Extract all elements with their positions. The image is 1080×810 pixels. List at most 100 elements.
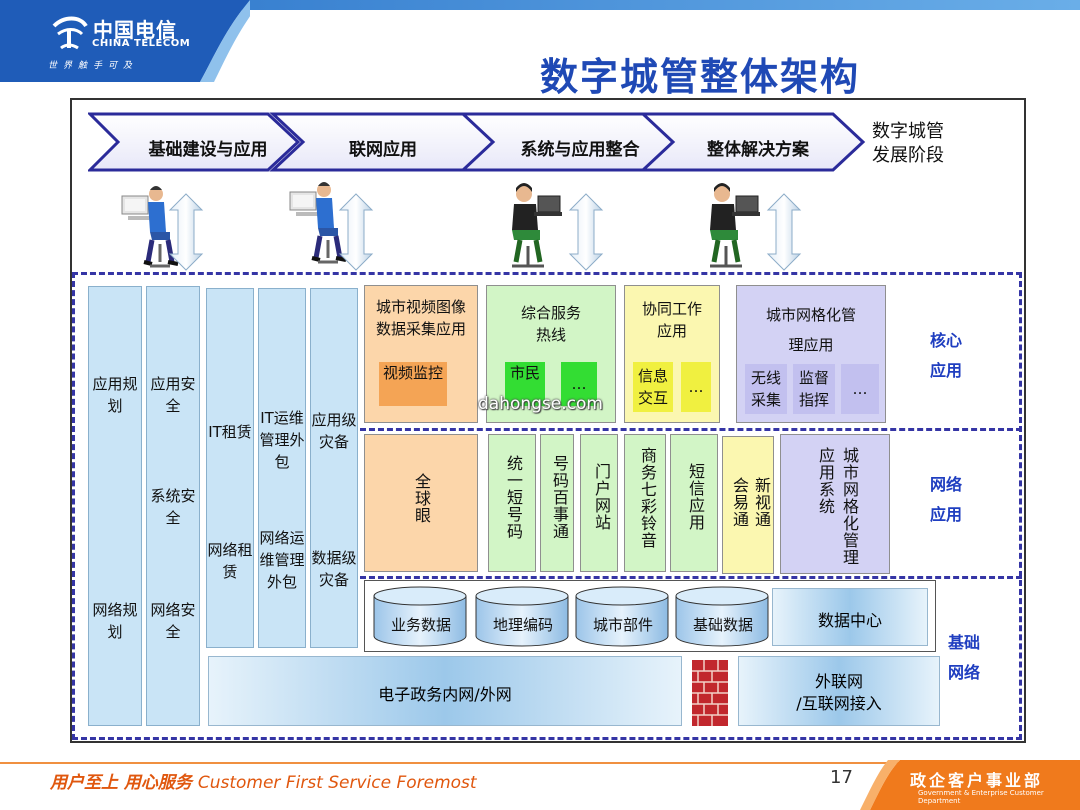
database-cylinder-icon	[675, 586, 769, 647]
basic-data-label: 基础数据	[692, 616, 753, 634]
network-app-number-directory: 号码百事通	[540, 434, 574, 572]
stage-note-line-2: 发展阶段	[872, 145, 944, 166]
watermark-text: dahongse.com	[478, 394, 603, 414]
collaboration-box: 协同工作应用 信息交互 …	[624, 285, 720, 423]
stage-arrow-1	[88, 112, 301, 172]
global-eye-label: 全球眼	[412, 473, 431, 524]
service-hotline-box: 综合服务热线 市民 …	[486, 285, 616, 423]
extranet-box: 外联网 /互联网接入	[738, 656, 940, 726]
number-directory-label: 号码百事通	[550, 455, 569, 540]
page-number: 17	[830, 767, 853, 788]
city-parts-label: 城市部件	[592, 616, 653, 634]
info-exchange-item: 信息交互	[633, 362, 673, 412]
egov-network-label: 电子政务内网/外网	[378, 685, 512, 704]
stage-note: 数字城管 发展阶段	[872, 120, 944, 168]
portal-label: 门户网站	[592, 463, 611, 531]
logo-slogan: 世界触手可及	[48, 61, 139, 71]
dept-name-cn: 政企客户事业部	[910, 771, 1044, 790]
business-data-label: 业务数据	[390, 616, 451, 634]
grid-management-box: 城市网格化管理应用 无线采集 监督指挥 …	[736, 285, 886, 423]
network-app-portal: 门户网站	[580, 434, 618, 572]
column-dr-top: 应用级灾备	[311, 411, 357, 451]
double-arrow-icon	[338, 193, 374, 271]
collab-more-item: …	[681, 362, 711, 412]
layer-label-core: 核心应用	[929, 331, 962, 380]
database-cylinder-icon	[475, 586, 569, 647]
stage-arrows	[88, 112, 866, 172]
header-band	[0, 0, 1080, 10]
double-arrow-icon	[168, 193, 204, 271]
layer-label-network: 网络应用	[929, 475, 962, 524]
ringtone-label: 商务七彩铃音	[638, 447, 657, 549]
column-planning-bottom: 网络规划	[92, 601, 138, 641]
china-telecom-logo-icon	[52, 16, 88, 50]
user-at-laptop-icon	[710, 183, 760, 268]
dept-banner	[860, 760, 1080, 810]
column-leasing-bottom: 网络租赁	[207, 541, 253, 581]
supervision-command-item: 监督指挥	[793, 364, 835, 414]
citizen-item: 市民	[505, 362, 545, 406]
column-outsourcing: IT运维管理外包 网络运维管理外包	[258, 288, 306, 648]
column-dr-bottom: 数据级灾备	[311, 549, 357, 589]
extranet-line-1: 外联网	[814, 672, 863, 691]
users-row	[121, 182, 802, 271]
column-leasing-top: IT租赁	[208, 423, 252, 441]
data-center-box: 数据中心	[772, 588, 928, 646]
column-leasing: IT租赁 网络租赁	[206, 288, 254, 648]
column-security: 应用安全 系统安全 网络安全	[146, 286, 200, 726]
column-outsourcing-bottom: 网络运维管理外包	[259, 529, 305, 591]
network-app-conference: 会易通 新视通	[722, 436, 774, 574]
database-cylinder-icon	[373, 586, 467, 647]
hotline-more-item: …	[561, 362, 597, 406]
data-center-label: 数据中心	[817, 611, 882, 630]
global-eye-box: 全球眼	[364, 434, 478, 572]
sms-label: 短信应用	[686, 463, 705, 531]
layer-divider-core-network	[360, 428, 1022, 431]
network-app-sms: 短信应用	[670, 434, 718, 572]
video-collection-box: 城市视频图像数据采集应用 视频监控	[364, 285, 478, 423]
grid-system-label: 城市网格化管理应用系统	[816, 447, 859, 566]
stage-label-1: 基础建设与应用	[148, 140, 268, 160]
user-at-laptop-icon	[512, 183, 562, 268]
video-monitoring-item: 视频监控	[379, 362, 447, 406]
video-collection-title: 城市视频图像数据采集应用	[375, 298, 466, 338]
conference-label: 会易通	[730, 477, 749, 528]
footer-slogan-en: Customer First Service Foremost	[197, 773, 477, 793]
column-security-top: 应用安全	[150, 375, 196, 415]
grid-more-item: …	[841, 364, 879, 414]
network-app-ringtone: 商务七彩铃音	[624, 434, 666, 572]
dept-name-en: Government & Enterprise Customer Departm…	[918, 789, 1044, 805]
footer-slogan-cn: 用户至上 用心服务	[50, 773, 192, 793]
user-at-computer-icon	[289, 182, 347, 264]
service-hotline-title: 综合服务热线	[520, 304, 581, 344]
stage-note-line-1: 数字城管	[872, 121, 944, 142]
wireless-collection-item: 无线采集	[745, 364, 787, 414]
footer-slogan: 用户至上 用心服务 Customer First Service Foremos…	[50, 768, 477, 793]
column-security-mid: 系统安全	[150, 487, 196, 527]
user-at-computer-icon	[121, 186, 179, 268]
layer-divider-network-base	[360, 576, 1022, 579]
grid-system-box: 城市网格化管理应用系统	[780, 434, 890, 574]
footer-line	[0, 762, 1080, 764]
logo-area: 中国电信 CHINA TELECOM 世界触手可及	[0, 0, 250, 82]
egov-network-box: 电子政务内网/外网	[208, 656, 682, 726]
stage-label-3: 系统与应用整合	[520, 140, 640, 160]
column-disaster-recovery: 应用级灾备 数据级灾备	[310, 288, 358, 648]
data-cylinders	[373, 586, 769, 647]
page-title: 数字城管整体架构	[540, 54, 861, 99]
stage-label-2: 联网应用	[349, 140, 417, 160]
geo-code-label: 地理编码	[492, 616, 553, 634]
short-number-label: 统一短号码	[504, 455, 523, 540]
extranet-label: 外联网 /互联网接入	[739, 671, 939, 715]
database-cylinder-icon	[575, 586, 669, 647]
column-planning-top: 应用规划	[92, 375, 138, 415]
collaboration-title: 协同工作应用	[641, 300, 702, 340]
column-planning: 应用规划 网络规划	[88, 286, 142, 726]
network-app-short-number: 统一短号码	[488, 434, 536, 572]
double-arrow-icon	[568, 193, 604, 271]
logo-text-cn: 中国电信	[93, 18, 177, 42]
layer-label-base: 基础网络	[947, 633, 980, 682]
stage-arrow-4	[639, 112, 866, 172]
logo-text-en: CHINA TELECOM	[92, 38, 191, 49]
grid-management-title: 城市网格化管理应用	[765, 306, 856, 354]
